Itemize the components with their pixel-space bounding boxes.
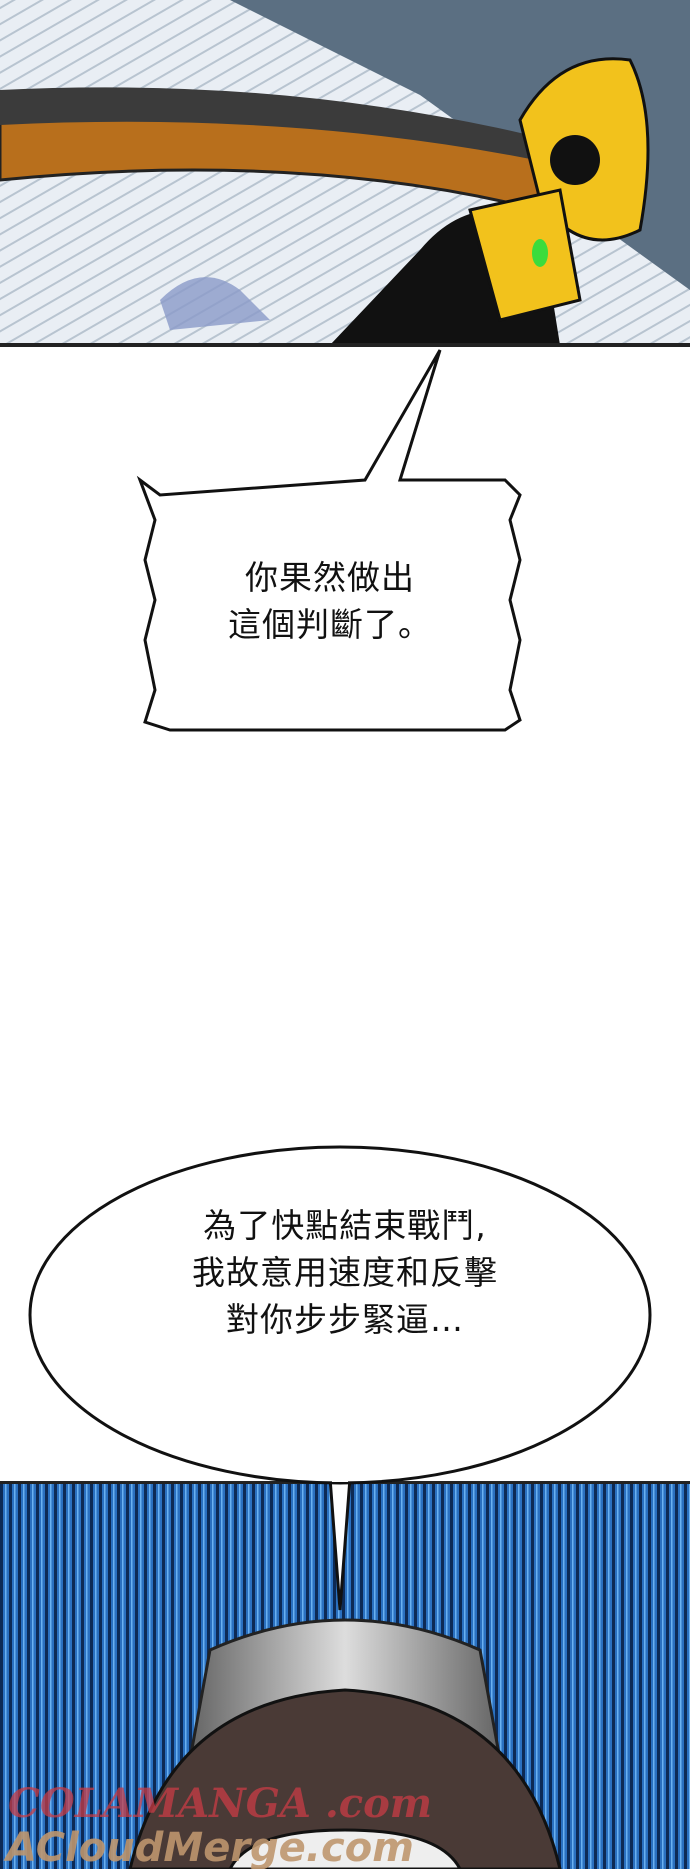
speech-bubble-2 (28, 1145, 652, 1611)
dialogue-line: 對你步步緊逼… (226, 1300, 464, 1339)
action-panel (0, 0, 690, 347)
bubble-1-text: 你果然做出 這個判斷了。 (150, 554, 510, 648)
dialogue-line: 你果然做出 (245, 558, 415, 597)
dialogue-line: 為了快點結束戰鬥, (203, 1206, 487, 1245)
speech-bubble-1 (136, 349, 522, 732)
bubble-2-text: 為了快點結束戰鬥, 我故意用速度和反擊 對你步步緊逼… (60, 1202, 630, 1343)
dialogue-line: 這個判斷了。 (228, 605, 432, 644)
watermark-acloudmerge: ACloudMerge.com (6, 1825, 414, 1869)
dialogue-line: 我故意用速度和反擊 (192, 1253, 498, 1292)
watermark-colamanga: COLAMANGA .com (8, 1780, 433, 1827)
